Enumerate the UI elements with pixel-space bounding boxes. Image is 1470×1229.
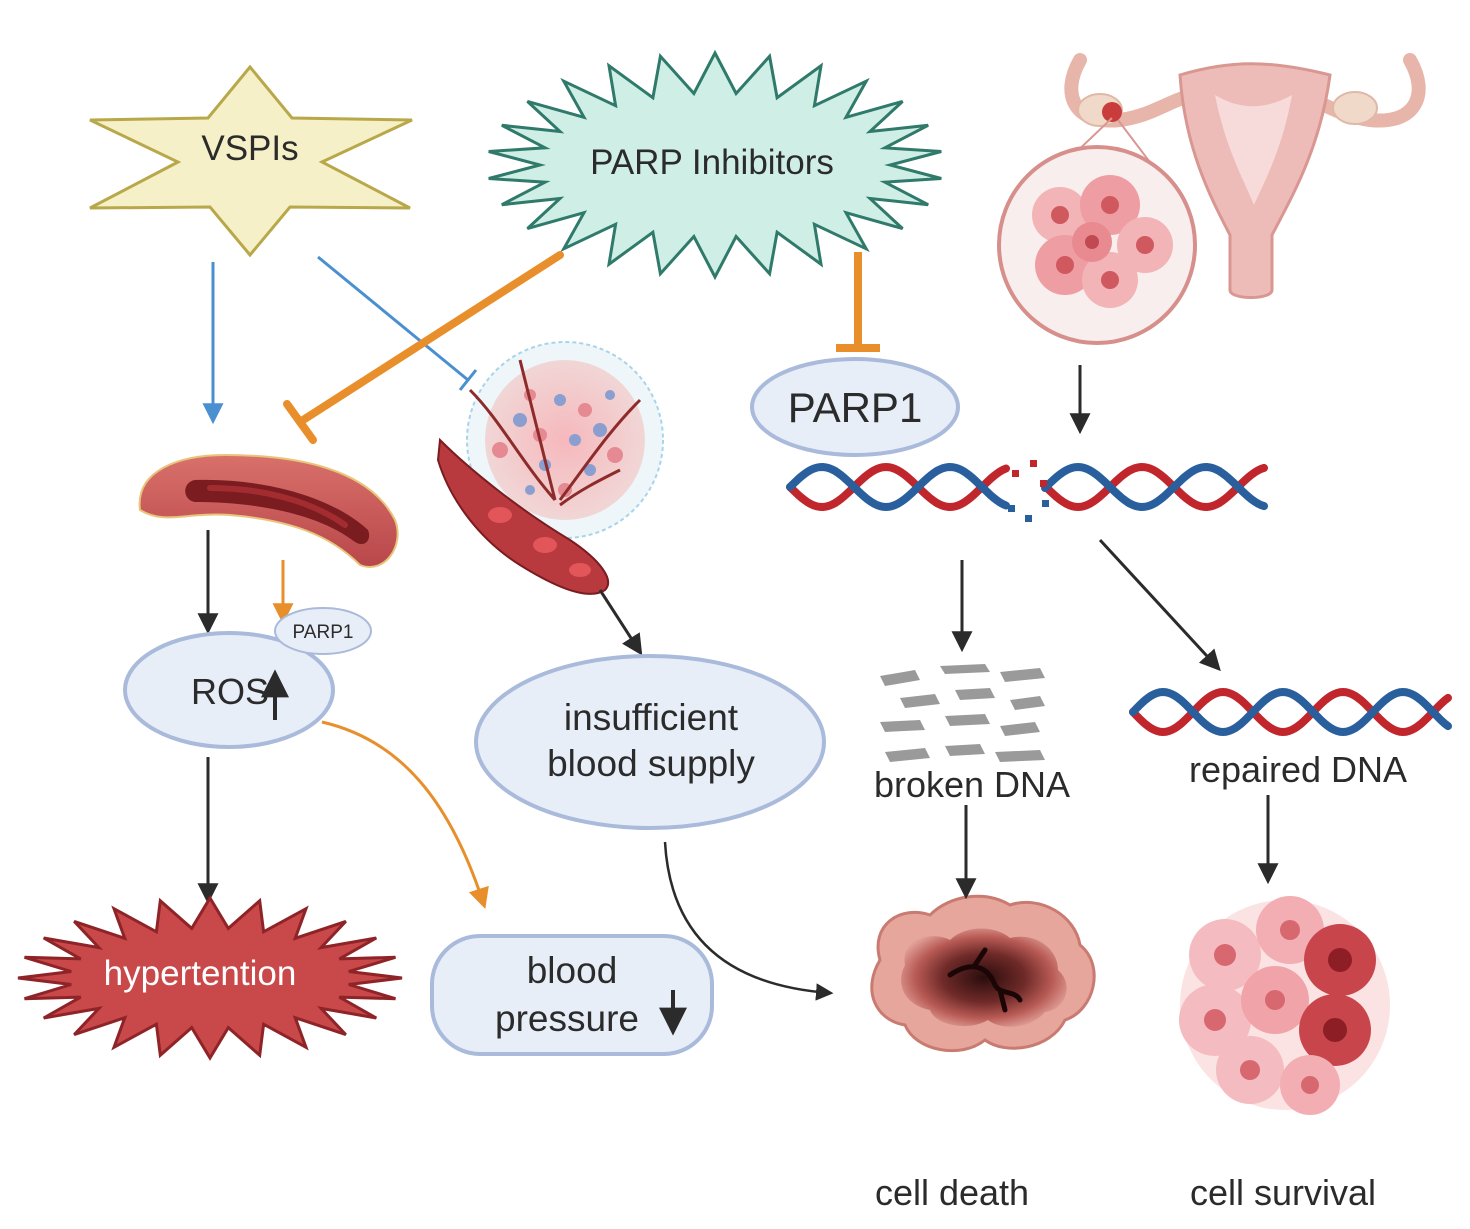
parp1-ellipse <box>750 357 960 457</box>
parpi-inhibits-vessel-bar <box>283 400 317 444</box>
ros-to-blood-pressure-arrow <box>321 720 489 909</box>
cell-death-label: cell death <box>875 1172 1029 1213</box>
cell-survival-label: cell survival <box>1190 1172 1376 1213</box>
dna-break-fragment <box>1040 480 1047 487</box>
dna-break-fragment <box>1012 470 1019 477</box>
repaired-dna-label: repaired DNA <box>1189 749 1407 790</box>
hypertension-label: hypertention <box>104 954 297 993</box>
insufficient-to-cell-death-arrow <box>663 841 834 1001</box>
vspis-inhibits-tumor-bar <box>458 369 478 391</box>
broken-dna-fragments <box>880 664 1045 762</box>
tumor-to-insufficient-arrow <box>598 589 643 656</box>
hypertension-burst-shape <box>17 895 403 1061</box>
uterus-illustration <box>997 53 1426 345</box>
connector-lines <box>197 251 1279 1001</box>
repaired-dna-helix <box>1129 687 1452 737</box>
dna-break-fragment <box>1008 505 1015 512</box>
cell-survival-illustration <box>1179 896 1390 1115</box>
tumor-cells-cluster <box>1032 175 1173 308</box>
vspis-label: VSPIs <box>201 129 298 168</box>
parp-inhibitors-burst-shape <box>488 49 942 281</box>
parp1-label: PARP1 <box>788 384 923 431</box>
cell-death-illustration <box>870 894 1096 1053</box>
vspis-node: VSPIs <box>89 64 413 258</box>
parp1-small-node: PARP1 <box>274 607 372 655</box>
damaged-dna-helix <box>786 460 1268 522</box>
dna-strand-blue <box>786 462 1010 512</box>
insufficient-label-line1: insufficient <box>564 697 739 738</box>
vspis-star-shape <box>89 64 413 258</box>
insufficient-blood-supply-node: insufficient blood supply <box>474 654 826 830</box>
dna-strand-blue <box>1129 687 1452 737</box>
dna-strand-red <box>1041 462 1268 512</box>
blood-pressure-label-line1: blood <box>527 950 618 991</box>
hypertension-node: hypertention <box>17 895 403 1061</box>
parp-inhibitors-label: PARP Inhibitors <box>590 143 834 182</box>
blood-pressure-label-line2: pressure <box>495 998 639 1039</box>
parp1-small-label: PARP1 <box>293 622 354 643</box>
blood-pressure-box <box>430 934 714 1056</box>
dna-strand-red <box>1129 687 1452 737</box>
broken-dna-label: broken DNA <box>874 764 1070 805</box>
blood-pressure-node: blood pressure <box>430 934 714 1056</box>
dna-to-repaired-arrow <box>1098 538 1221 672</box>
insufficient-label-line2: blood supply <box>547 743 755 784</box>
dna-strand-blue <box>1041 462 1268 512</box>
dna-strand-red <box>786 462 1010 512</box>
tumor-vasculature-illustration <box>436 341 664 595</box>
vspis-inhibits-tumor-line <box>317 255 469 382</box>
parp1-small-ellipse <box>274 607 372 655</box>
ros-ellipse <box>123 631 335 749</box>
parp-inhibitors-node: PARP Inhibitors <box>488 49 942 281</box>
parp1-node: PARP1 <box>750 357 960 457</box>
dna-break-fragment <box>1025 515 1032 522</box>
parpi-inhibits-vessel-line <box>296 251 564 426</box>
dna-break-fragment <box>1042 500 1049 507</box>
ros-node: ROS <box>123 631 335 749</box>
blood-vessel-illustration <box>138 453 399 568</box>
dna-break-fragment <box>1030 460 1037 467</box>
insufficient-ellipse <box>474 654 826 830</box>
ros-label: ROS <box>191 671 269 712</box>
